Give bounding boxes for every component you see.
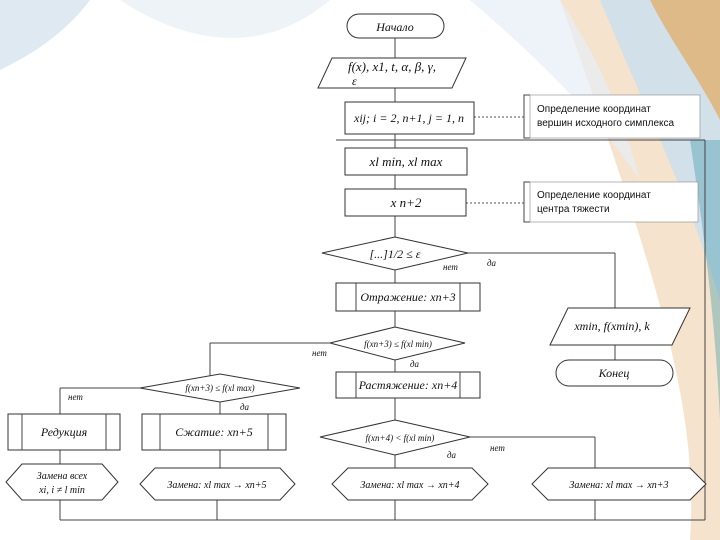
note1-line2: вершин исходного симплекса bbox=[537, 118, 674, 129]
replace-all-line2: xi, i ≠ l min bbox=[38, 485, 85, 496]
cond-stretch-label: f(xn+4) < f(xl min) bbox=[366, 433, 435, 443]
reflect-label: Отражение: xn+3 bbox=[360, 290, 455, 304]
cond-stretch-yes: да bbox=[447, 450, 457, 460]
note2-line1: Определение координат bbox=[537, 190, 651, 201]
cond-contract-no: нет bbox=[68, 392, 83, 402]
stretch-label: Растяжение: xn+4 bbox=[358, 378, 458, 392]
cond-convergence-no: нет bbox=[443, 262, 458, 272]
cond-convergence-yes: да bbox=[487, 258, 497, 268]
note2-box bbox=[530, 182, 698, 222]
cond-contract-yes: да bbox=[240, 402, 250, 412]
cond-convergence-label: [...]1/2 ≤ ε bbox=[370, 247, 421, 261]
step-center-label: x n+2 bbox=[390, 195, 422, 210]
replace-n4-label: Замена: xl max → xn+4 bbox=[360, 480, 459, 491]
replace-n5-label: Замена: xl max → xn+5 bbox=[167, 480, 266, 491]
reduction-label: Редукция bbox=[40, 425, 88, 439]
input-label-line2: ε bbox=[352, 74, 357, 88]
output-label: xmin, f(xmin), k bbox=[573, 319, 650, 333]
replace-n3-label: Замена: xl max → xn+3 bbox=[569, 480, 668, 491]
note1-line1: Определение координат bbox=[537, 104, 651, 115]
cond-contract-label: f(xn+3) ≤ f(xl max) bbox=[185, 383, 254, 393]
cond-reflect-label: f(xn+3) ≤ f(xl min) bbox=[364, 339, 432, 349]
replace-all-line1: Замена всех bbox=[37, 471, 88, 482]
start-label: Начало bbox=[375, 20, 414, 34]
cond-stretch-no: нет bbox=[490, 443, 505, 453]
step-xij-label: xij; i = 2, n+1, j = 1, n bbox=[353, 111, 464, 125]
cond-reflect-no: нет bbox=[312, 348, 327, 358]
cond-reflect-yes: да bbox=[410, 359, 420, 369]
note1-box bbox=[530, 95, 700, 138]
step-minmax-label: xl min, xl max bbox=[369, 154, 443, 169]
note2-line2: центра тяжести bbox=[537, 204, 610, 215]
contraction-label: Сжатие: xn+5 bbox=[175, 425, 253, 439]
end-label: Конец bbox=[598, 366, 630, 380]
input-label-line1: f(x), x1, t, α, β, γ, bbox=[348, 59, 436, 74]
